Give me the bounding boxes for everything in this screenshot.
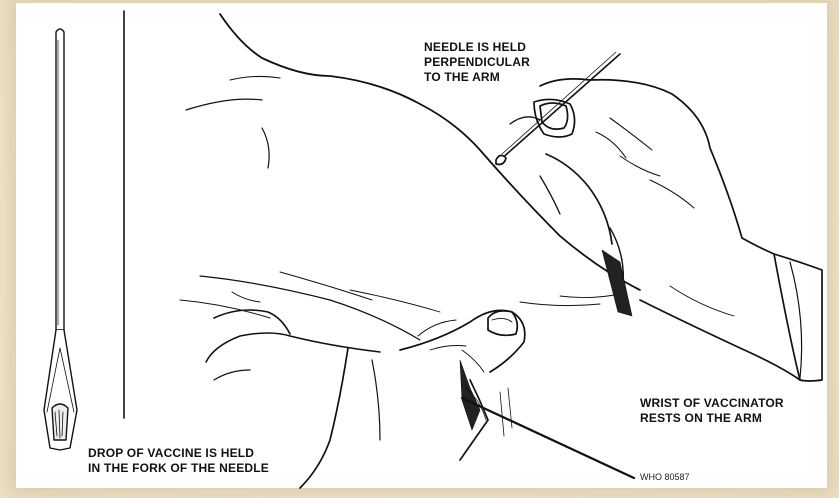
arm [180, 14, 640, 380]
stretching-hand [300, 310, 634, 488]
needle-label-line: PERPENDICULAR [424, 55, 530, 70]
needle-label-line: NEEDLE IS HELD [424, 40, 530, 55]
pointer-line [530, 452, 634, 478]
needle-label-line: TO THE ARM [424, 70, 530, 85]
wrist-label-line: RESTS ON THE ARM [640, 411, 784, 426]
wrist-label-line: WRIST OF VACCINATOR [640, 396, 784, 411]
bifurcated-needle [44, 29, 77, 450]
vaccine-label-line: DROP OF VACCINE IS HELD [88, 446, 269, 461]
wrist-position-label: WRIST OF VACCINATOR RESTS ON THE ARM [640, 396, 784, 426]
reference-code: WHO 80587 [640, 472, 690, 482]
vaccinator-hand [496, 52, 822, 381]
vaccine-drop-label: DROP OF VACCINE IS HELD IN THE FORK OF T… [88, 446, 269, 476]
vaccine-label-line: IN THE FORK OF THE NEEDLE [88, 461, 269, 476]
needle-position-label: NEEDLE IS HELD PERPENDICULAR TO THE ARM [424, 40, 530, 85]
